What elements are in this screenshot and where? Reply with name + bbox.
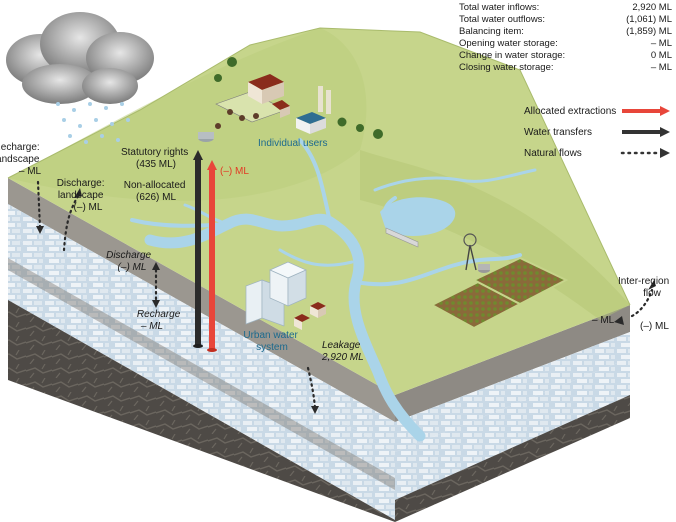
summary-label-3: Opening water storage:	[459, 38, 558, 49]
urban-water-system-label: Urban water system	[243, 330, 300, 353]
individual-users-label: Individual users	[258, 138, 327, 149]
discharge-landscape-label: Discharge: landscape (–) ML	[57, 178, 108, 213]
natural-flow-heads	[36, 188, 656, 414]
natural-flow-arrows	[36, 180, 654, 410]
summary-label-4: Change in water storage:	[459, 50, 565, 61]
discharge-label: Discharge (–) ML	[106, 250, 154, 273]
rain-cloud	[6, 12, 154, 144]
inter-region-in-value: – ML	[592, 315, 615, 326]
summary-value-5: – ML	[651, 62, 672, 73]
legend-natural-label: Natural flows	[524, 148, 582, 159]
legend: Allocated extractions Water transfers Na…	[524, 106, 670, 159]
block-left-face	[8, 178, 395, 522]
legend-transfers-arrow-icon	[660, 127, 670, 137]
summary-value-1: (1,061) ML	[626, 14, 672, 25]
summary-label-0: Total water inflows:	[459, 2, 539, 13]
statutory-rights-label: Statutory rights (435 ML)	[121, 147, 191, 170]
summary-label-2: Balancing item:	[459, 26, 524, 37]
bores	[193, 150, 217, 352]
inter-region-out-value: (–) ML	[640, 321, 669, 332]
allocated-value-label: (–) ML	[220, 166, 249, 177]
legend-allocated-arrow-icon	[660, 106, 670, 116]
legend-transfers-label: Water transfers	[524, 127, 592, 138]
summary-value-3: – ML	[651, 38, 672, 49]
non-allocated-label: Non-allocated (626) ML	[124, 180, 189, 203]
summary-table: Total water inflows: 2,920 ML Total wate…	[459, 2, 672, 73]
recharge-landscape-label: Recharge: landscape – ML	[0, 142, 42, 177]
recharge-label: Recharge – ML	[137, 309, 183, 332]
legend-natural-arrow-icon	[660, 148, 670, 158]
reservoir	[380, 197, 456, 248]
crop-fields	[429, 233, 569, 330]
farm-area	[198, 57, 383, 142]
summary-value-4: 0 ML	[651, 50, 672, 61]
diagram-labels: Recharge: landscape – ML Discharge: land…	[0, 138, 672, 363]
urban-buildings	[245, 261, 326, 330]
leakage-label: Leakage 2,920 ML	[321, 340, 364, 363]
summary-label-1: Total water outflows:	[459, 14, 545, 25]
summary-label-5: Closing water storage:	[459, 62, 554, 73]
summary-value-2: (1,859) ML	[626, 26, 672, 37]
inter-region-label: Inter-region flow	[618, 276, 672, 299]
legend-allocated-label: Allocated extractions	[524, 106, 616, 117]
block-right-face	[395, 305, 630, 522]
summary-value-0: 2,920 ML	[632, 2, 672, 13]
